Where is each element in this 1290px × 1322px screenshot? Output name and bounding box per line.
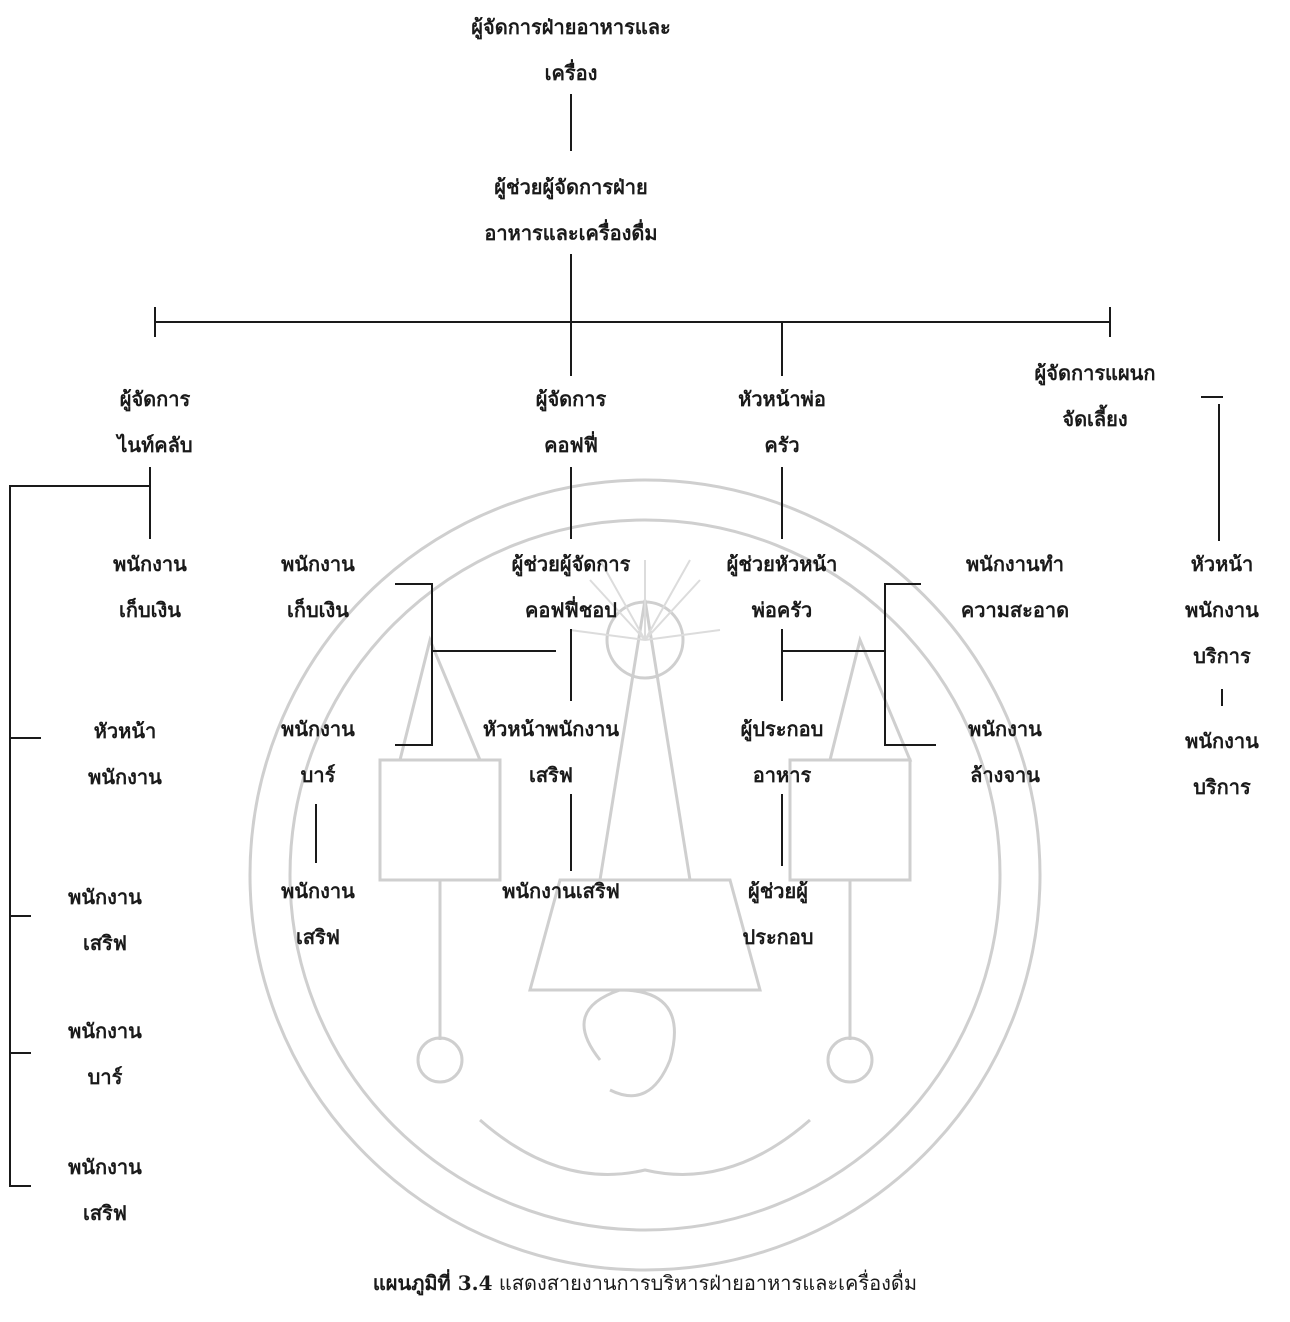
node-line: อาหาร [752, 763, 812, 787]
nightclub-head-staff: หัวหน้า พนักงาน [55, 708, 195, 800]
node-line: จัดเลี้ยง [1062, 407, 1128, 431]
node-line: พนักงาน [281, 717, 355, 741]
coffee-server: พนักงานเสริฟ [456, 868, 666, 914]
node-line: ผู้จัดการฝ่ายอาหารและ [471, 15, 671, 39]
node-line: พนักงาน [281, 552, 355, 576]
head-chef: หัวหน้าพ่อ ครัว [712, 376, 852, 468]
node-line: เครื่อง [544, 61, 598, 85]
node-line: ผู้ช่วยหัวหน้า [726, 552, 838, 576]
cleaning-staff: พนักงานทำ ความสะอาด [925, 541, 1105, 633]
node-line: ผู้จัดการ [119, 387, 191, 411]
node-line: พนักงาน [68, 1019, 142, 1043]
node-line: พนักงาน [1185, 729, 1259, 753]
node-line: พนักงาน [88, 765, 162, 789]
node-line: บาร์ [300, 763, 336, 787]
node-line: ประกอบ [742, 925, 814, 949]
node-line: หัวหน้า [1190, 552, 1254, 576]
node-line: อาหารและเครื่องดื่ม [484, 221, 658, 245]
banquet-manager: ผู้จัดการแผนก จัดเลี้ยง [1010, 350, 1180, 442]
node-line: เสริฟ [529, 763, 573, 787]
coffee-cashier: พนักงาน เก็บเงิน [248, 541, 388, 633]
node-line: บาร์ [87, 1065, 123, 1089]
node-line: ผู้จัดการ [535, 387, 607, 411]
node-line: เสริฟ [296, 925, 340, 949]
node-line: หัวหน้าพนักงาน [482, 717, 620, 741]
figure-caption: แผนภูมิที่ 3.4 แสดงสายงานการบริหารฝ่ายอา… [0, 1268, 1290, 1298]
food-beverage-director: ผู้จัดการฝ่ายอาหารและ เครื่อง [451, 4, 691, 96]
node-line: ไนท์คลับ [117, 433, 193, 457]
coffee-manager: ผู้จัดการ คอฟฟี่ [501, 376, 641, 468]
node-line: เสริฟ [83, 1201, 127, 1225]
node-line: ล้างจาน [970, 763, 1040, 787]
coffee-shop-assistant-manager: ผู้ช่วยผู้จัดการ คอฟฟี่ชอป [456, 541, 686, 633]
banquet-head-service-staff: หัวหน้า พนักงาน บริการ [1157, 541, 1287, 679]
assistant-cook: ผู้ช่วยผู้ ประกอบ [698, 868, 858, 960]
node-line: ผู้ช่วยผู้ [748, 879, 808, 903]
node-line: ผู้ช่วยผู้จัดการฝ่าย [494, 175, 648, 199]
nightclub-bar-staff: พนักงาน บาร์ [35, 1008, 175, 1100]
node-line: เก็บเงิน [119, 598, 181, 622]
node-line: ผู้ช่วยผู้จัดการ [511, 552, 631, 576]
assistant-director: ผู้ช่วยผู้จัดการฝ่าย อาหารและเครื่องดื่ม [451, 164, 691, 256]
node-line: พนักงาน [281, 879, 355, 903]
coffee-bar-staff: พนักงาน บาร์ [248, 706, 388, 798]
node-line: บริการ [1193, 775, 1251, 799]
node-line: เก็บเงิน [287, 598, 349, 622]
node-line: พนักงาน [968, 717, 1042, 741]
node-line: บริการ [1193, 644, 1251, 668]
node-line: พนักงานเสริฟ [502, 879, 620, 903]
coffee-bar-server: พนักงาน เสริฟ [248, 868, 388, 960]
nightclub-cashier: พนักงาน เก็บเงิน [80, 541, 220, 633]
assistant-head-chef: ผู้ช่วยหัวหน้า พ่อครัว [687, 541, 877, 633]
node-line: ความสะอาด [960, 598, 1070, 622]
nightclub-server: พนักงาน เสริฟ [35, 874, 175, 966]
node-line: พนักงานทำ [965, 552, 1065, 576]
node-line: ครัว [764, 433, 800, 457]
node-line: พ่อครัว [751, 598, 813, 622]
node-line: หัวหน้าพ่อ [738, 387, 826, 411]
node-line: ผู้จัดการแผนก [1034, 361, 1156, 385]
node-line: พนักงาน [68, 885, 142, 909]
node-line: คอฟฟี่ชอป [525, 598, 617, 622]
node-line: พนักงาน [1185, 598, 1259, 622]
node-line: หัวหน้า [93, 719, 157, 743]
node-line: พนักงาน [68, 1155, 142, 1179]
node-line: คอฟฟี่ [544, 433, 598, 457]
node-line: พนักงาน [113, 552, 187, 576]
node-line: ผู้ประกอบ [740, 717, 824, 741]
node-line: เสริฟ [83, 931, 127, 955]
caption-label: แผนภูมิที่ 3.4 [372, 1271, 493, 1295]
banquet-service-staff: พนักงาน บริการ [1157, 718, 1287, 810]
cook: ผู้ประกอบ อาหาร [702, 706, 862, 798]
caption-text: แสดงสายงานการบริหารฝ่ายอาหารและเครื่องดื… [492, 1271, 918, 1295]
nightclub-server-2: พนักงาน เสริฟ [35, 1144, 175, 1236]
nightclub-manager: ผู้จัดการ ไนท์คลับ [85, 376, 225, 468]
coffee-head-server: หัวหน้าพนักงาน เสริฟ [446, 706, 656, 798]
dishwasher-staff: พนักงาน ล้างจาน [935, 706, 1075, 798]
